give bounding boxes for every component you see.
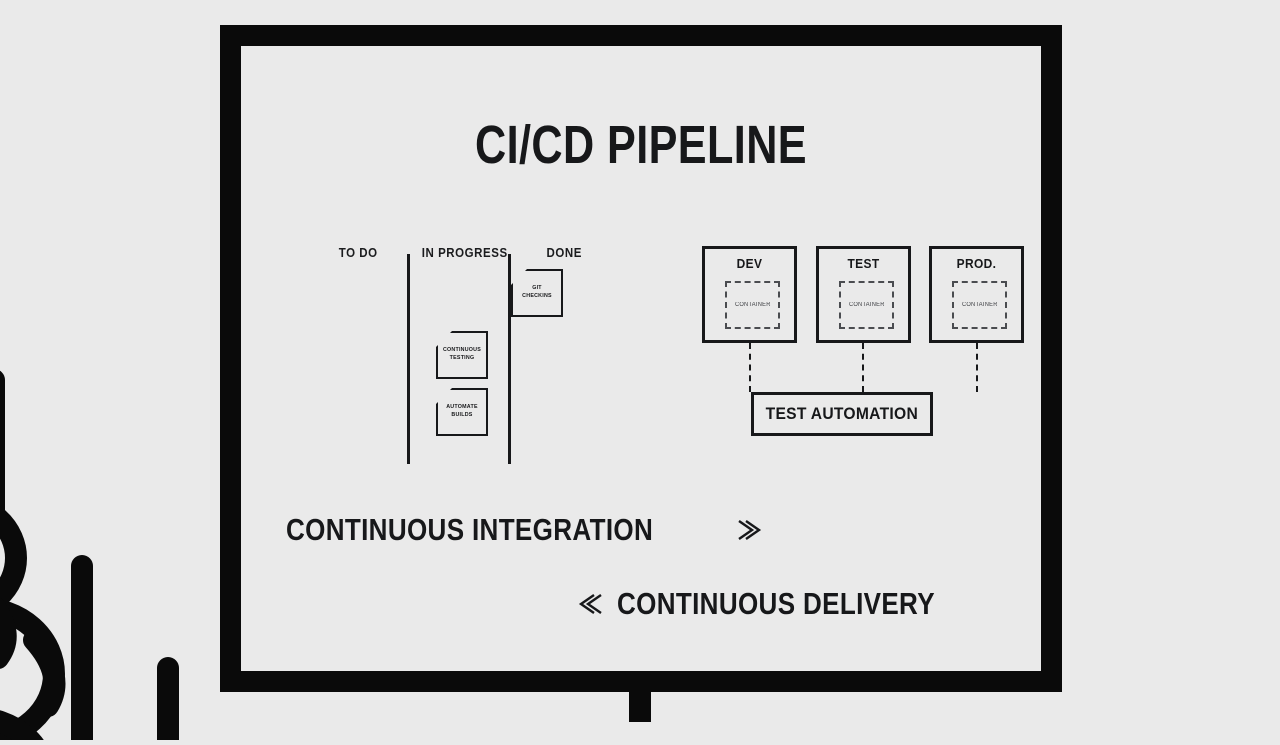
kanban-column-header-to-do: TO DO: [338, 246, 378, 260]
kanban-column-header-in-progress: IN PROGRESS: [421, 246, 508, 260]
whiteboard: CI/CD PIPELINE TO DO IN PROGRESS DONE GI…: [220, 25, 1062, 692]
kanban-column-header-done: DONE: [546, 246, 582, 260]
flow-continuous-delivery: CONTINUOUS DELIVERY: [577, 586, 995, 622]
environment-title: TEST: [847, 256, 880, 271]
kanban-board: TO DO IN PROGRESS DONE GIT CHECKINS CONT…: [331, 246, 611, 471]
environment-box-dev[interactable]: DEV CONTAINER: [702, 246, 797, 343]
environment-title: PROD.: [956, 256, 997, 271]
container-box: CONTAINER: [725, 281, 780, 329]
page-title: CI/CD PIPELINE: [474, 115, 808, 175]
flow-label-continuous-integration: CONTINUOUS INTEGRATION: [286, 512, 654, 547]
flow-label-continuous-delivery: CONTINUOUS DELIVERY: [617, 586, 935, 621]
kanban-card-label: AUTOMATE BUILDS: [446, 404, 478, 418]
whiteboard-surface: CI/CD PIPELINE TO DO IN PROGRESS DONE GI…: [241, 46, 1041, 671]
environment-box-test[interactable]: TEST CONTAINER: [816, 246, 911, 343]
kanban-card-continuous-testing[interactable]: CONTINUOUS TESTING: [436, 331, 488, 379]
connector-test-to-test-automation: [862, 343, 864, 392]
container-label: CONTAINER: [961, 302, 998, 308]
whiteboard-stand: [629, 690, 651, 722]
connector-prod-to-test-automation: [976, 343, 978, 392]
test-automation-label: TEST AUTOMATION: [765, 404, 919, 423]
kanban-card-automate-builds[interactable]: AUTOMATE BUILDS: [436, 388, 488, 436]
environments-group: DEV CONTAINER TEST CONTAINER PROD. CONTA…: [681, 246, 1031, 451]
container-box: CONTAINER: [839, 281, 894, 329]
container-label: CONTAINER: [734, 302, 771, 308]
kanban-card-label: CONTINUOUS TESTING: [442, 347, 482, 361]
double-chevron-right-icon: [733, 515, 763, 545]
kanban-divider-2: [508, 254, 511, 464]
container-label: CONTAINER: [848, 302, 885, 308]
environment-title: DEV: [736, 256, 763, 271]
test-automation-box[interactable]: TEST AUTOMATION: [751, 392, 933, 436]
double-chevron-left-icon: [577, 589, 607, 619]
environment-box-prod[interactable]: PROD. CONTAINER: [929, 246, 1024, 343]
kanban-card-label: GIT CHECKINS: [522, 285, 552, 299]
container-box: CONTAINER: [952, 281, 1007, 329]
connector-dev-to-test-automation: [749, 343, 751, 392]
flow-continuous-integration: CONTINUOUS INTEGRATION: [286, 512, 763, 548]
kanban-card-git-checkins[interactable]: GIT CHECKINS: [511, 269, 563, 317]
kanban-divider-1: [407, 254, 410, 464]
